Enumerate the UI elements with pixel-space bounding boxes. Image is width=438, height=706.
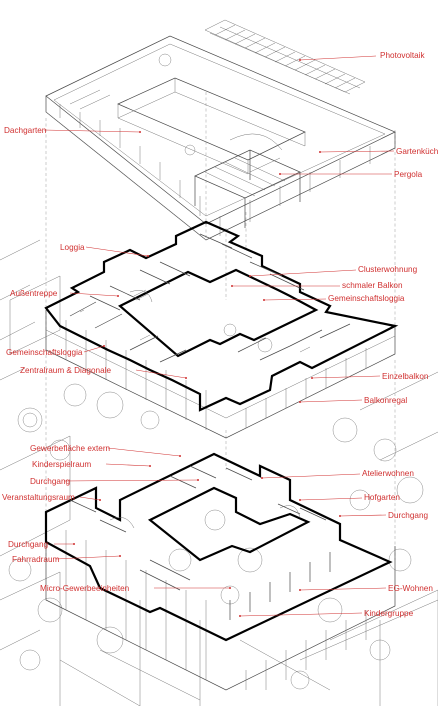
label-micro-gewerbe: Micro-Gewerbeeinheiten — [40, 584, 130, 593]
label-balkonregal: Balkonregal — [364, 396, 407, 405]
label-photovoltaik: Photovoltaik — [380, 51, 426, 60]
upper-floor-level — [44, 220, 399, 439]
ground-floor-outline — [44, 452, 393, 642]
label-clusterwohnung: Clusterwohnung — [358, 265, 418, 274]
label-gemeinschaftsloggia-right: Gemeinschaftsloggia — [328, 294, 405, 303]
pergola — [194, 133, 301, 228]
label-durchgang-left: Durchgang — [8, 540, 49, 549]
trees — [8, 53, 424, 690]
label-einzelbalkon: Einzelbalkon — [382, 372, 429, 381]
label-gartenkueche: Gartenküche — [396, 147, 438, 156]
label-atelierwohnen: Atelierwohnen — [362, 469, 414, 478]
upper-floor-outline — [44, 220, 399, 412]
roof-level — [45, 19, 396, 241]
label-schmaler-balkon: schmaler Balkon — [342, 281, 403, 290]
label-durchgang-right: Durchgang — [388, 511, 429, 520]
label-eg-wohnen: EG-Wohnen — [388, 584, 433, 593]
label-pergola: Pergola — [394, 170, 423, 179]
label-gewerbeflaeche: Gewerbefläche extern — [30, 444, 111, 453]
label-durchgang-top: Durchgang — [30, 477, 71, 486]
label-zentralraum: Zentralraum & Diagonale — [20, 366, 111, 375]
ground-floor-level — [44, 452, 396, 691]
label-fahrradraum: Fahrradraum — [12, 555, 60, 564]
label-hofgarten: Hofgarten — [364, 493, 400, 502]
pv-panels — [204, 19, 366, 95]
label-kindergruppe: Kindergruppe — [364, 609, 414, 618]
leader-lines — [43, 55, 395, 617]
label-loggia: Loggia — [60, 243, 85, 252]
context-blocks — [0, 239, 438, 706]
labels: Photovoltaik Dachgarten Gartenküche Perg… — [2, 51, 438, 618]
label-kinderspielraum: Kinderspielraum — [32, 460, 91, 469]
label-gemeinschaftsloggia-left: Gemeinschaftsloggia — [6, 348, 83, 357]
label-aussentreppe: Außentreppe — [10, 289, 58, 298]
label-veranstaltungsraum: Veranstaltungsraum — [2, 493, 75, 502]
label-dachgarten: Dachgarten — [4, 126, 47, 135]
